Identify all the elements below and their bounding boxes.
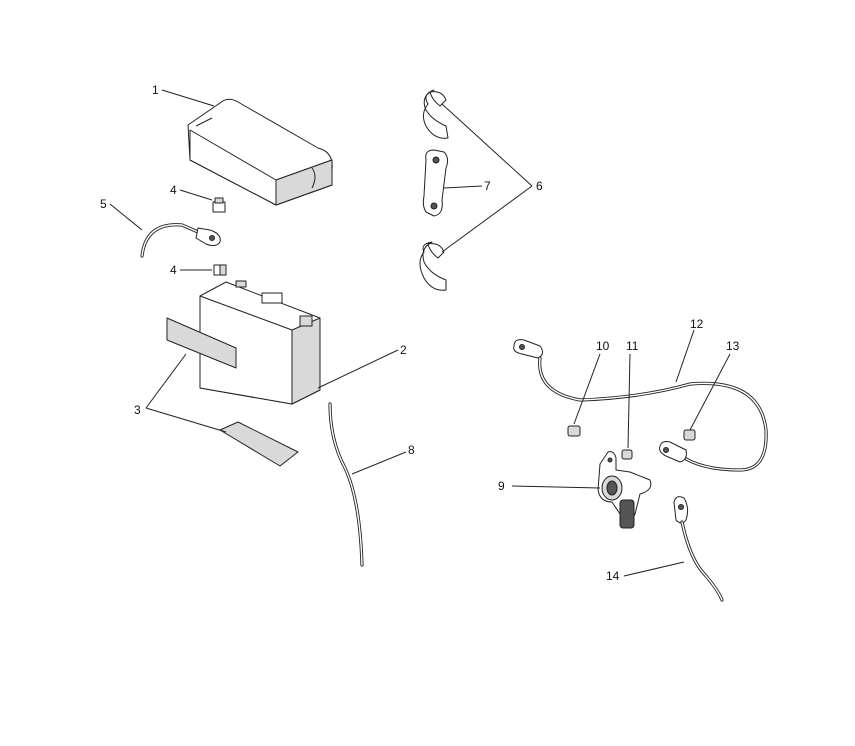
callout-6: 6 <box>536 179 543 193</box>
battery-label-lower <box>219 421 299 467</box>
callout-11: 11 <box>626 339 639 353</box>
solenoid-bolt <box>567 425 581 437</box>
ground-cable <box>673 496 724 602</box>
callout-7: 7 <box>484 179 491 193</box>
callout-8: 8 <box>408 443 415 457</box>
battery-label-upper <box>166 317 237 369</box>
short-ground-cable <box>140 223 221 258</box>
callout-4-upper: 4 <box>170 183 177 197</box>
callout-5: 5 <box>100 197 107 211</box>
callout-12: 12 <box>690 317 704 331</box>
callout-13: 13 <box>726 339 740 353</box>
callout-9: 9 <box>498 479 505 493</box>
callout-labels: 1 4 5 4 2 3 6 7 8 9 10 11 12 13 14 <box>100 83 740 583</box>
solenoid-nut <box>621 449 633 460</box>
callout-4-lower: 4 <box>170 263 177 277</box>
leader-lines <box>109 89 731 577</box>
mounting-bracket <box>422 149 449 217</box>
callout-14: 14 <box>606 569 620 583</box>
terminal-bolt <box>212 197 226 213</box>
main-cable <box>328 402 364 567</box>
starter-cable <box>513 339 768 472</box>
callout-2: 2 <box>400 343 407 357</box>
callout-10: 10 <box>596 339 610 353</box>
callout-3: 3 <box>134 403 141 417</box>
battery-cover <box>187 98 333 206</box>
callout-1: 1 <box>152 83 159 97</box>
battery <box>199 280 321 405</box>
cable-clip-upper <box>422 89 449 139</box>
cable-nut <box>683 429 696 441</box>
cable-clip-lower <box>419 241 447 291</box>
terminal-nut <box>213 264 227 276</box>
starter-solenoid <box>597 451 652 529</box>
